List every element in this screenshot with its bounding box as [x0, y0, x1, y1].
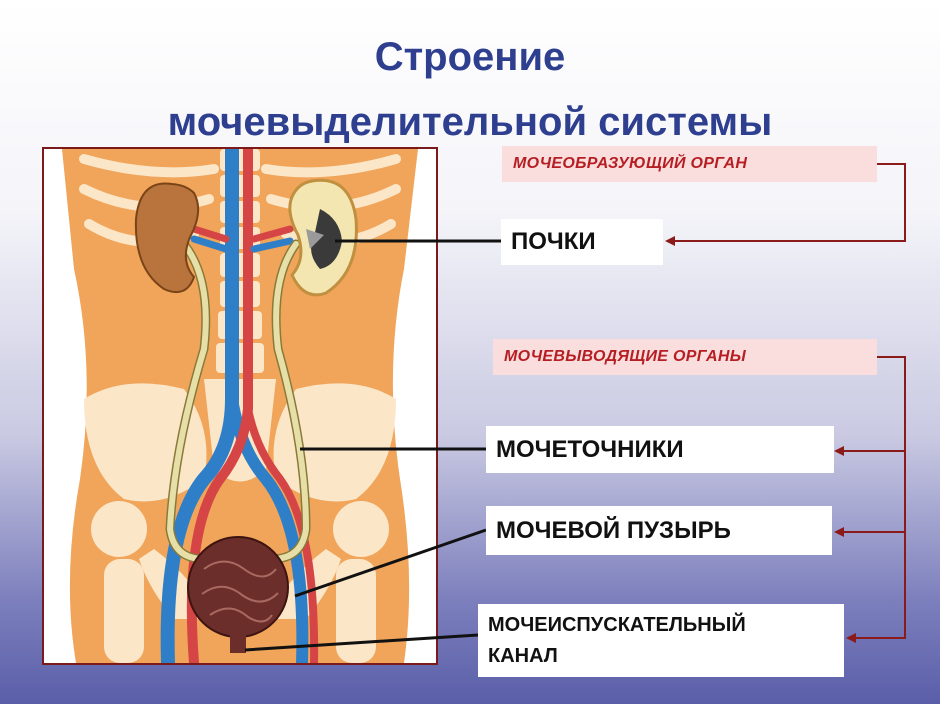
- label-bladder: МОЧЕВОЙ ПУЗЫРЬ: [486, 506, 832, 555]
- arrow-bladder: [834, 527, 844, 537]
- page-title-line-1: Строение: [374, 35, 566, 79]
- excreting-bracket: [852, 356, 906, 639]
- urinary-system-illustration: [42, 147, 438, 665]
- category-urine-forming: МОЧЕОБРАЗУЮЩИЙ ОРГАН: [502, 146, 877, 182]
- label-kidneys: ПОЧКИ: [501, 219, 663, 265]
- arrow-kidneys: [665, 236, 675, 246]
- left-kidney: [134, 182, 200, 293]
- label-urethra-line-2: КАНАЛ: [488, 645, 558, 667]
- category-urine-excreting: МОЧЕВЫВОДЯЩИЕ ОРГАНЫ: [493, 339, 877, 375]
- blood-vessels: [160, 149, 319, 663]
- bladder: [187, 536, 289, 653]
- arrow-ureters: [834, 446, 844, 456]
- arrow-urethra: [846, 633, 856, 643]
- label-ureters: МОЧЕТОЧНИКИ: [486, 426, 834, 473]
- aorta: [160, 149, 239, 663]
- label-urethra: МОЧЕИСПУСКАТЕЛЬНЫЙ КАНАЛ: [478, 604, 844, 677]
- label-urethra-line-1: МОЧЕИСПУСКАТЕЛЬНЫЙ: [488, 614, 746, 636]
- right-kidney: [288, 178, 358, 297]
- anatomy-drawing: [44, 149, 436, 663]
- page-title-line-2: мочевыделительной системы: [167, 100, 773, 144]
